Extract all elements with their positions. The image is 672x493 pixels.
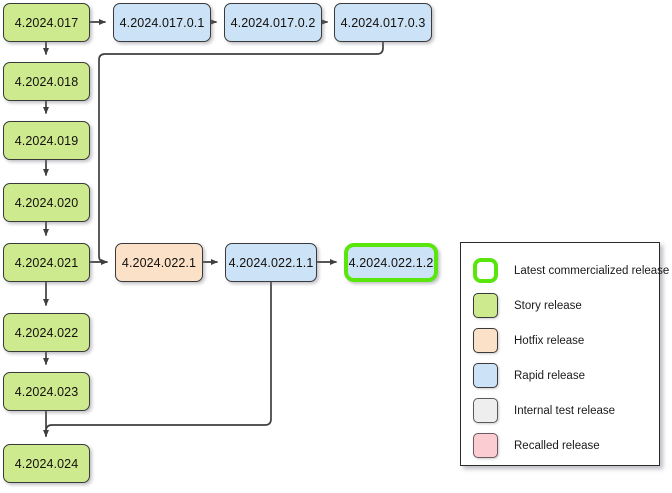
legend-swatch-story-icon — [473, 293, 498, 318]
legend-swatch-latest-icon — [473, 258, 498, 283]
node-label: 4.2024.017.0.2 — [230, 15, 316, 30]
legend-item-rapid-release: Rapid release — [461, 358, 659, 393]
node-4.2024.023[interactable]: 4.2024.023 — [3, 372, 90, 411]
node-label: 4.2024.022.1.2 — [348, 255, 434, 270]
edge-017.0.3-to-022.1 — [98, 41, 384, 263]
node-4.2024.021[interactable]: 4.2024.021 — [3, 243, 90, 282]
node-label: 4.2024.017.0.3 — [340, 15, 426, 30]
legend-label: Recalled release — [514, 439, 600, 452]
legend-swatch-internal-icon — [473, 398, 498, 423]
legend-item-hotfix-release: Hotfix release — [461, 323, 659, 358]
node-label: 4.2024.022.1 — [121, 255, 197, 270]
node-label: 4.2024.017 — [14, 15, 79, 30]
node-label: 4.2024.021 — [14, 255, 79, 270]
legend-label: Hotfix release — [514, 334, 585, 347]
legend-swatch-rapid-icon — [473, 363, 498, 388]
node-4.2024.022.1.2[interactable]: 4.2024.022.1.2 — [344, 243, 438, 282]
node-4.2024.017.0.2[interactable]: 4.2024.017.0.2 — [224, 3, 322, 42]
node-label: 4.2024.022 — [14, 325, 79, 340]
node-label: 4.2024.018 — [14, 74, 79, 89]
legend-item-story-release: Story release — [461, 288, 659, 323]
node-4.2024.019[interactable]: 4.2024.019 — [3, 121, 90, 160]
legend-swatch-hotfix-icon — [473, 328, 498, 353]
node-label: 4.2024.022.1.1 — [228, 255, 314, 270]
legend-label: Story release — [514, 299, 582, 312]
legend-panel: Latest commercialized release Story rele… — [460, 242, 669, 466]
node-4.2024.017[interactable]: 4.2024.017 — [3, 3, 90, 42]
legend-swatch-recalled-icon — [473, 433, 498, 458]
node-label: 4.2024.017.0.1 — [119, 15, 205, 30]
node-4.2024.017.0.3[interactable]: 4.2024.017.0.3 — [334, 3, 432, 42]
legend-label: Rapid release — [514, 369, 585, 382]
node-label: 4.2024.024 — [14, 456, 79, 471]
node-4.2024.018[interactable]: 4.2024.018 — [3, 62, 90, 101]
legend-label: Internal test release — [514, 404, 616, 417]
node-label: 4.2024.020 — [14, 195, 79, 210]
legend-label: Latest commercialized release — [514, 264, 670, 277]
edge-022.1.1-to-024 — [45, 281, 272, 437]
legend-item-internal-test-release: Internal test release — [461, 393, 659, 428]
legend-item-latest-commercialized-release: Latest commercialized release — [461, 253, 669, 288]
node-4.2024.017.0.1[interactable]: 4.2024.017.0.1 — [113, 3, 211, 42]
node-4.2024.022.1.1[interactable]: 4.2024.022.1.1 — [225, 243, 317, 282]
node-label: 4.2024.019 — [14, 133, 79, 148]
node-label: 4.2024.023 — [14, 384, 79, 399]
node-4.2024.022.1[interactable]: 4.2024.022.1 — [115, 243, 203, 282]
legend-item-recalled-release: Recalled release — [461, 428, 659, 463]
node-4.2024.024[interactable]: 4.2024.024 — [3, 444, 90, 483]
node-4.2024.022[interactable]: 4.2024.022 — [3, 313, 90, 352]
node-4.2024.020[interactable]: 4.2024.020 — [3, 183, 90, 222]
